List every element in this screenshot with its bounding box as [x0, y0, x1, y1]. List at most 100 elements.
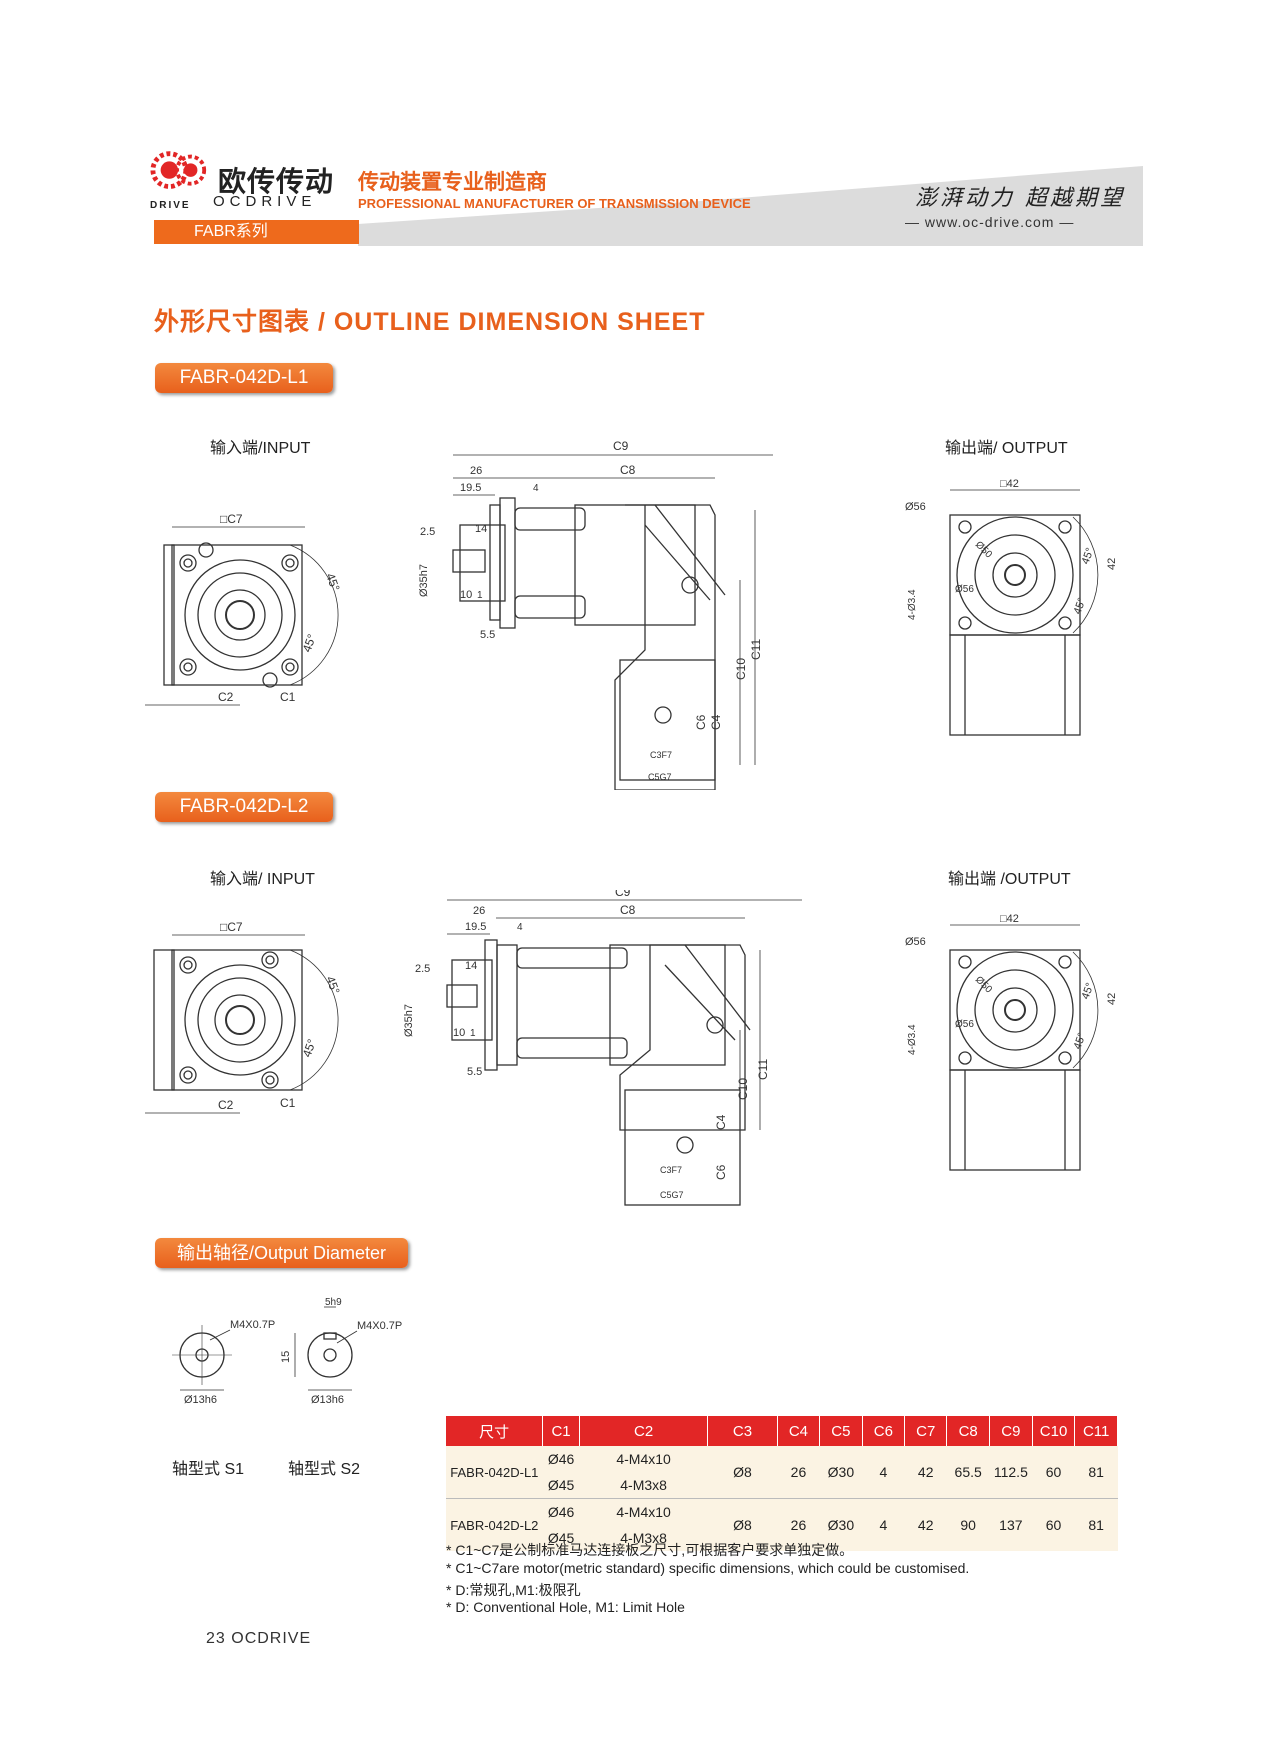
table-row: Ø45 4-M3x8 — [446, 1472, 1118, 1499]
dim-c6-l2: C6 — [714, 1164, 728, 1180]
dim-c11-l2: C11 — [756, 1059, 770, 1080]
dim-45-out-l2a: 45° — [1080, 981, 1097, 1001]
dim-19-5-l1: 19.5 — [460, 482, 481, 494]
table-row: Ø45 4-M3x8 — [446, 1525, 1118, 1551]
dim-phi56-l2: Ø56 — [905, 936, 926, 948]
dim-2-5-l1: 2.5 — [420, 526, 435, 538]
dim-19-5-l2: 19.5 — [465, 921, 486, 933]
cell-c9: 137 — [989, 1498, 1033, 1551]
cell-c11: 81 — [1074, 1446, 1118, 1499]
spec-table: 尺寸 C1 C2 C3 C4 C5 C6 C7 C8 C9 C10 C11 FA… — [446, 1416, 1118, 1551]
cell-c7: 42 — [904, 1498, 947, 1551]
dim-sq42-l2: □42 — [1000, 913, 1019, 925]
dim-c6-l1: C6 — [694, 714, 708, 730]
side-view-l1: C9 C8 26 19.5 4 2.5 14 Ø35h7 10 1 5.5 C1… — [418, 440, 773, 790]
dim-14-l1: 14 — [475, 523, 487, 535]
model-pill-l2: FABR-042D-L2 — [155, 792, 333, 822]
website-url: — www.oc-drive.com — — [905, 214, 1075, 230]
cell-c1: Ø45 — [542, 1472, 580, 1499]
input-view-l1: □C7 45° 45° C2 C1 — [145, 512, 343, 706]
note-1: * C1~C7是公制标准马达连接板之尺寸,可根据客户要求单独定做。 — [446, 1542, 854, 1558]
dim-10-l2: 10 — [453, 1027, 465, 1039]
col-header: C4 — [777, 1416, 821, 1446]
cell-c6: 4 — [862, 1446, 905, 1499]
cell-c10: 60 — [1032, 1446, 1075, 1499]
shaft-s1-drawing: M4X0.7P Ø13h6 — [172, 1319, 275, 1406]
model-pill-l1: FABR-042D-L1 — [155, 363, 333, 393]
series-tab: FABR系列 — [154, 220, 359, 244]
dim-10-l1: 10 — [460, 589, 472, 601]
cell-c8: 90 — [946, 1498, 990, 1551]
dim-holes-l2: 4-Ø3.4 — [907, 1024, 918, 1055]
dim-c4-l1: C4 — [709, 714, 723, 730]
tagline-en: PROFESSIONAL MANUFACTURER OF TRANSMISSIO… — [358, 196, 751, 211]
cell-c4: 26 — [777, 1446, 820, 1499]
input-view-l2: □C7 45° 45° C2 C1 — [145, 920, 343, 1114]
brand-name-cn: 欧传传动 — [218, 166, 335, 197]
col-header: C8 — [946, 1416, 990, 1446]
header-band — [358, 166, 1143, 246]
cell-c11: 81 — [1074, 1498, 1118, 1551]
table-row: FABR-042D-L2 Ø46 4-M4x10 Ø8 26 Ø30 4 42 … — [446, 1498, 1118, 1551]
output-view-l2: □42 Ø56 4-Ø3.4 Ø56 Ø50 45° 45° 42 — [905, 913, 1118, 1171]
dim-c7-l1: □C7 — [220, 512, 243, 526]
dim-c3-l1: C3F7 — [650, 750, 672, 760]
dim-1-l2: 1 — [470, 1028, 476, 1039]
output-label-l2: 输出端 /OUTPUT — [948, 871, 1071, 888]
col-header: C2 — [579, 1416, 709, 1446]
shaft-s2-drawing: 5h9 15 M4X0.7P Ø13h6 — [280, 1297, 402, 1406]
col-header: C5 — [819, 1416, 863, 1446]
cell-c2: 4-M3x8 — [579, 1525, 708, 1551]
dim-c1-l1: C1 — [280, 690, 296, 704]
output-view-l1: □42 Ø56 4-Ø3.4 Ø56 Ø50 45° 45° 42 — [905, 478, 1118, 736]
page-footer: 23 OCDRIVE — [206, 1630, 312, 1647]
dim-14-l2: 14 — [465, 960, 477, 972]
d15-label-s2: 15 — [280, 1351, 292, 1363]
dim-phi56-l1: Ø56 — [905, 501, 926, 513]
dim-holes-l1: 4-Ø3.4 — [907, 589, 918, 620]
dim-5-5-l2: 5.5 — [467, 1066, 482, 1078]
dim-26-l1: 26 — [470, 465, 482, 477]
cell-model: FABR-042D-L1 — [446, 1446, 543, 1499]
section-title: 外形尺寸图表 / OUTLINE DIMENSION SHEET — [154, 308, 706, 336]
dim-c10-l1: C10 — [734, 658, 748, 680]
dim-c11-l1: C11 — [749, 639, 763, 660]
dim-c1-l2: C1 — [280, 1096, 296, 1110]
output-label-l1: 输出端/ OUTPUT — [945, 440, 1068, 457]
dim-c7-l2: □C7 — [220, 920, 243, 934]
dim-4-l2: 4 — [517, 922, 523, 933]
dim-c4-l2: C4 — [714, 1114, 728, 1130]
brand-drive: DRIVE — [150, 200, 191, 211]
cell-c3: Ø8 — [707, 1498, 778, 1551]
dim-45-b: 45° — [300, 632, 319, 654]
dim-c10-l2: C10 — [736, 1078, 750, 1100]
dim-c5-l1: C5G7 — [648, 772, 672, 782]
cell-c7: 42 — [904, 1446, 947, 1499]
col-header: C10 — [1032, 1416, 1076, 1446]
dim-c3-l2: C3F7 — [660, 1165, 682, 1175]
logo-gear-icon — [150, 151, 207, 189]
dim-sq42-l1: □42 — [1000, 478, 1019, 490]
cell-c9: 112.5 — [989, 1446, 1033, 1499]
note-4: * D: Conventional Hole, M1: Limit Hole — [446, 1599, 685, 1615]
col-header: C11 — [1074, 1416, 1118, 1446]
cell-c1: Ø46 — [542, 1446, 580, 1472]
dim-45-out-a: 45° — [1080, 546, 1097, 566]
dim-c2-l1: C2 — [218, 690, 234, 704]
cell-c2: 4-M4x10 — [579, 1446, 708, 1472]
dim-c9-l1: C9 — [613, 440, 629, 453]
cell-c2: 4-M4x10 — [579, 1498, 708, 1525]
input-label-l1: 输入端/INPUT — [210, 440, 311, 457]
cell-c8: 65.5 — [946, 1446, 990, 1499]
col-header: C7 — [904, 1416, 948, 1446]
dim-phi35-l2: Ø35h7 — [403, 1004, 415, 1037]
dim-42-l1: 42 — [1106, 558, 1118, 570]
slogan: 澎湃动力 超越期望 — [915, 186, 1125, 211]
cell-c4: 26 — [777, 1498, 820, 1551]
dim-5-5-l1: 5.5 — [480, 629, 495, 641]
thread-label-s1: M4X0.7P — [230, 1319, 275, 1331]
col-header: C3 — [707, 1416, 778, 1446]
dim-c5-l2: C5G7 — [660, 1190, 684, 1200]
cell-c2: 4-M3x8 — [579, 1472, 708, 1499]
dim-45-l2a: 45° — [323, 974, 342, 996]
